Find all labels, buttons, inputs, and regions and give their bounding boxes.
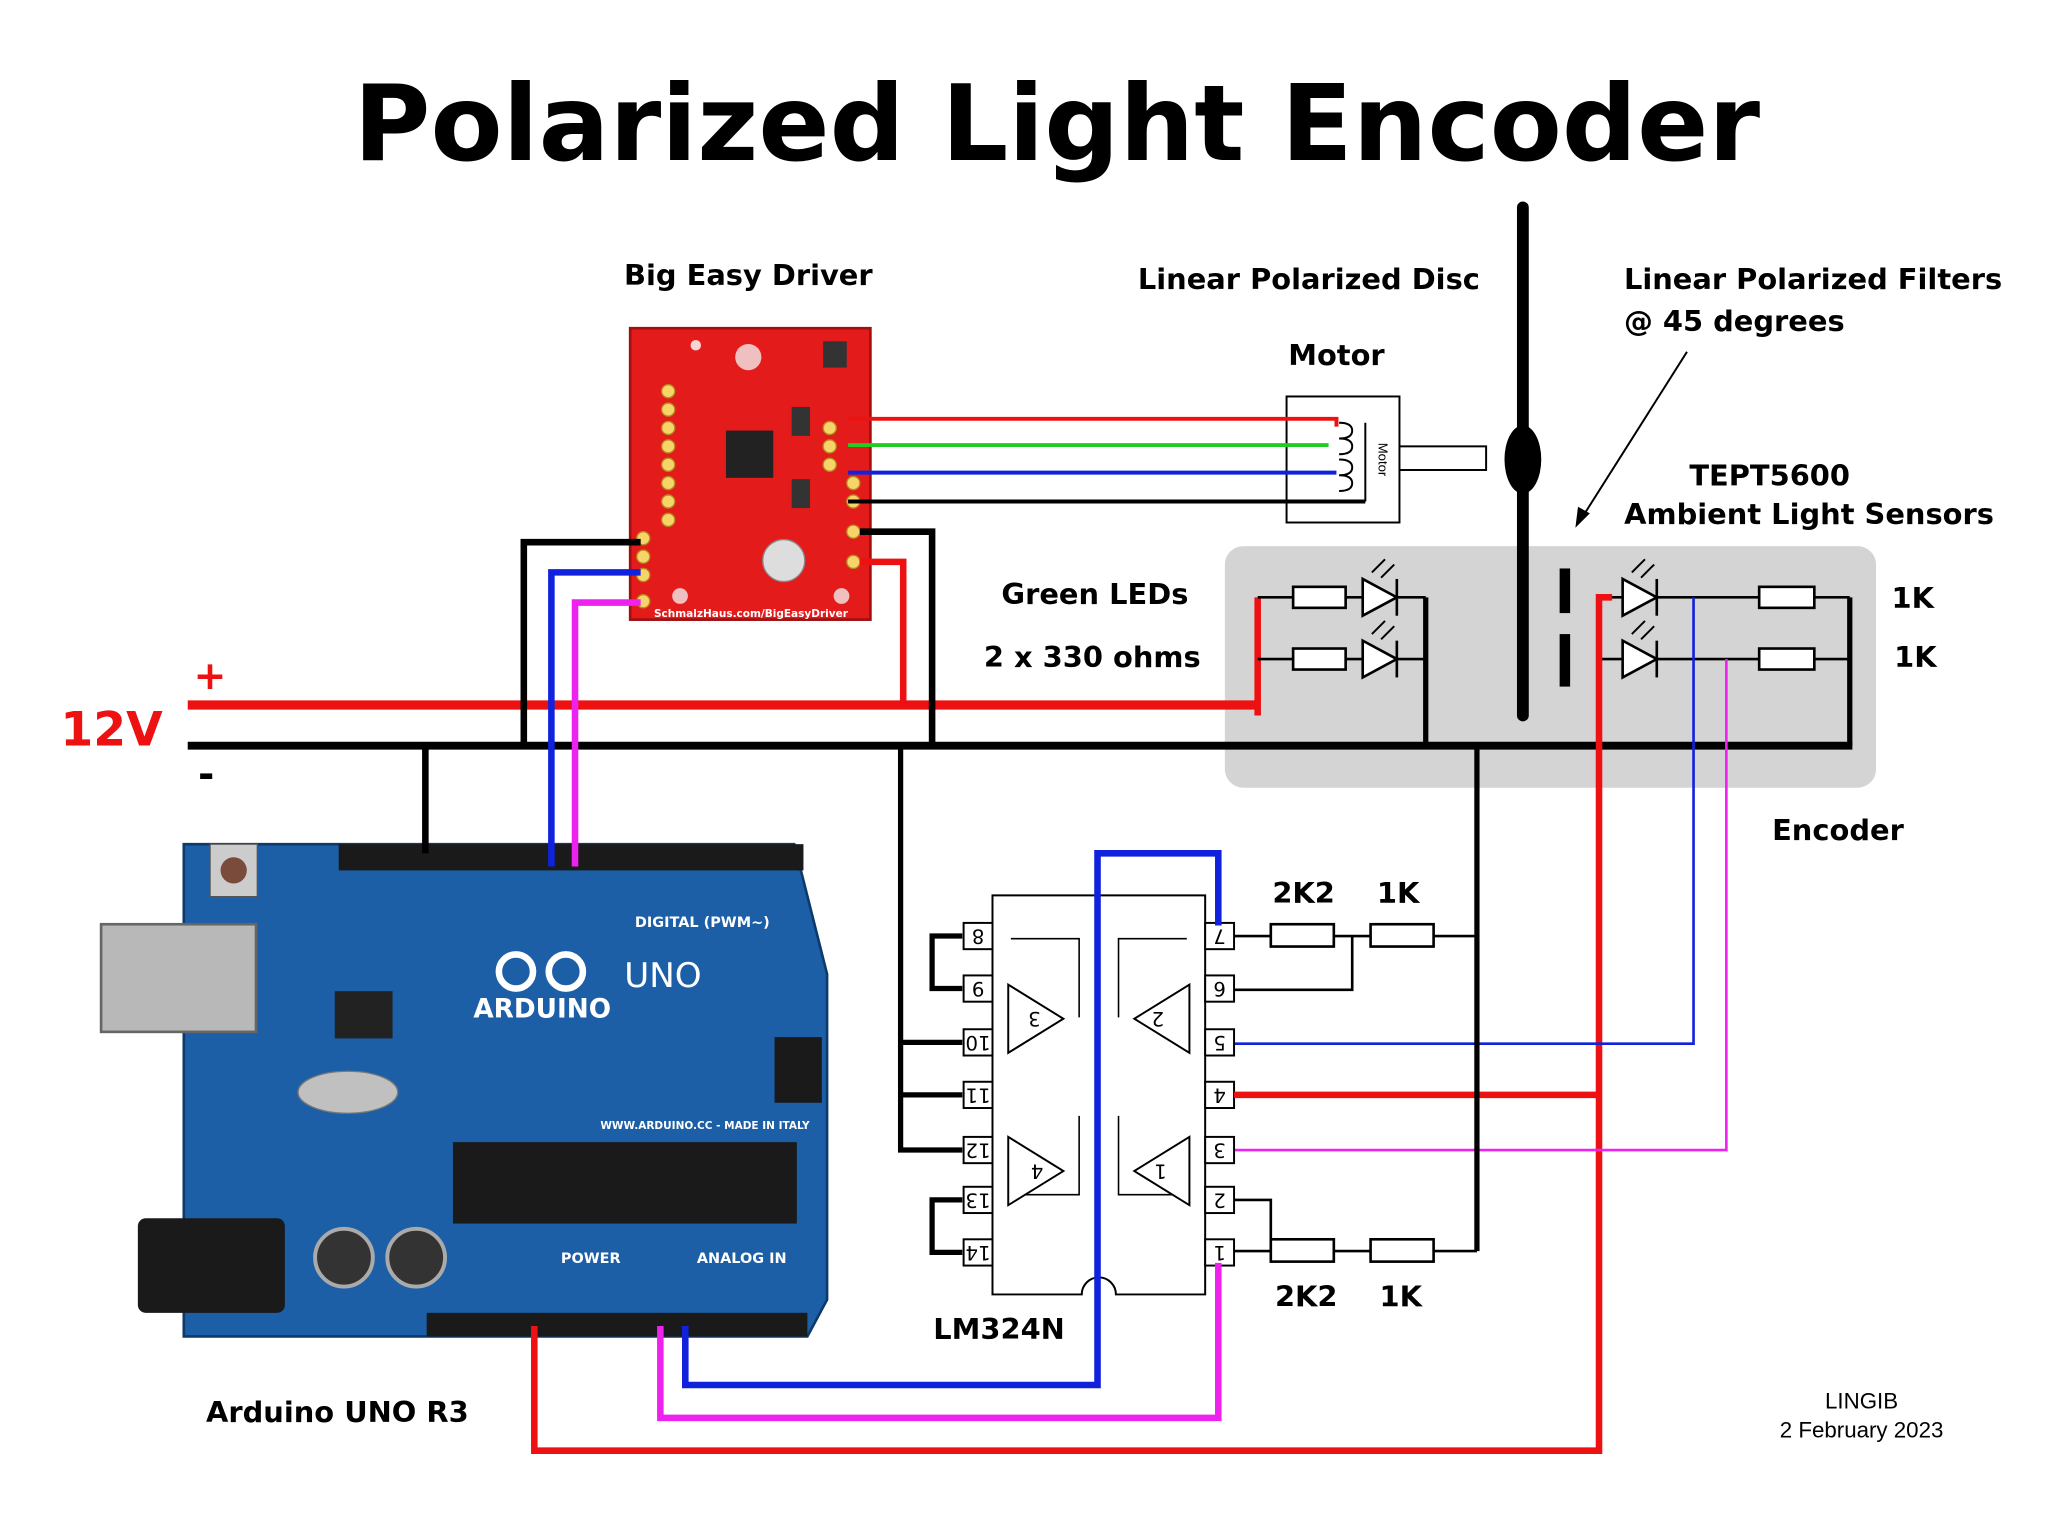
r-1k-bottom xyxy=(1369,1237,1435,1263)
opamp-1-label: 1 xyxy=(1154,1159,1167,1182)
svg-text:ANALOG IN: ANALOG IN xyxy=(697,1251,787,1267)
driver-power-black xyxy=(859,528,936,746)
big-easy-driver-label: Big Easy Driver xyxy=(624,258,873,292)
svg-text:ARDUINO: ARDUINO xyxy=(473,994,611,1024)
svg-text:UNO: UNO xyxy=(624,956,701,996)
arduino-label: Arduino UNO R3 xyxy=(206,1395,469,1429)
ic-pin-14: 14 xyxy=(966,1241,991,1264)
ic-pin-box xyxy=(1204,1135,1236,1165)
arduino-uno-board: ARDUINO UNO DIGITAL (PWM~) WWW.ARDUINO.C… xyxy=(99,842,829,1338)
sensor-red-wire xyxy=(531,594,1613,1454)
motor-coil-top xyxy=(1339,421,1354,456)
author-label: LINGIB xyxy=(1825,1389,1898,1414)
r-1k-top-label: 1K xyxy=(1377,876,1421,910)
ambient-sensors-label: Ambient Light Sensors xyxy=(1624,497,1994,531)
page-title: Polarized Light Encoder xyxy=(354,63,1761,185)
linear-polarized-disc-label: Linear Polarized Disc xyxy=(1138,262,1480,296)
disc-hub xyxy=(1504,425,1542,494)
encoder-box xyxy=(1224,546,1877,788)
encoder-label: Encoder xyxy=(1772,813,1904,847)
ic-pin-box xyxy=(1204,1028,1236,1057)
svg-text:WWW.ARDUINO.CC - MADE IN ITALY: WWW.ARDUINO.CC - MADE IN ITALY xyxy=(600,1120,810,1132)
motor-wire-red xyxy=(848,416,1339,427)
r-2k2-top-label: 2K2 xyxy=(1272,876,1335,910)
filter-arrow xyxy=(1579,351,1688,521)
pin-13-14-link xyxy=(929,1197,963,1256)
sensor-blue-wire xyxy=(1234,597,1695,1046)
svg-text:DIGITAL (PWM~): DIGITAL (PWM~) xyxy=(635,915,770,931)
pin-8-9-link xyxy=(929,933,963,992)
svg-text:SchmalzHaus.com/BigEasyDriver: SchmalzHaus.com/BigEasyDriver xyxy=(654,608,849,620)
ic-pin-box xyxy=(962,1238,994,1267)
motor-shaft xyxy=(1398,445,1488,471)
opamp-3-label: 3 xyxy=(1028,1007,1041,1030)
r-1k-bottom-label: 1K xyxy=(1380,1279,1424,1313)
polarized-filter-top xyxy=(1559,568,1571,614)
ic-pin-3: 3 xyxy=(1213,1138,1226,1161)
polarized-filter-bottom xyxy=(1559,634,1571,687)
sensor-magenta-wire xyxy=(1234,659,1728,1152)
ic-pin-12: 12 xyxy=(966,1138,991,1161)
ic-pin-11: 11 xyxy=(966,1083,991,1106)
r-2k2-bottom-label: 2K2 xyxy=(1275,1279,1338,1313)
r-2k2-top xyxy=(1269,922,1336,948)
sensor-resistor-top-label: 1K xyxy=(1892,581,1936,615)
sensor-resistor-bottom-label: 1K xyxy=(1894,640,1938,674)
minus-label: - xyxy=(198,752,214,798)
voltage-label: 12V xyxy=(60,703,163,758)
driver-dir-wire xyxy=(571,599,641,867)
ic-pin-6: 6 xyxy=(1213,977,1226,1000)
opamp-2-label: 2 xyxy=(1152,1007,1165,1030)
ic-pin-box xyxy=(962,1028,994,1057)
ic-pin-box xyxy=(962,1080,994,1110)
ic-pin-box xyxy=(962,974,994,1003)
green-leds xyxy=(1254,558,1429,746)
ic-pin-8: 8 xyxy=(972,924,985,947)
big-easy-driver-board: SchmalzHaus.com/BigEasyDriver xyxy=(628,326,872,621)
motor-body-label: Motor xyxy=(1375,443,1390,477)
filters-angle-label: @ 45 degrees xyxy=(1624,304,1845,338)
ambient-light-sensors xyxy=(1599,558,1853,746)
ic-pin-5: 5 xyxy=(1213,1031,1226,1054)
output-magenta-wire xyxy=(657,1262,1222,1422)
ic-pin-box xyxy=(962,1135,994,1165)
green-leds-label: Green LEDs xyxy=(1001,577,1188,611)
driver-power-red xyxy=(859,558,907,705)
r-2k2-bottom xyxy=(1269,1237,1336,1263)
r-1k-top xyxy=(1369,922,1435,948)
ic-pin-2: 2 xyxy=(1213,1188,1226,1211)
driver-gnd-wire xyxy=(520,538,641,746)
ic-pin-9: 9 xyxy=(972,977,985,1000)
ic-left-ground xyxy=(897,745,963,1153)
tept-label: TEPT5600 xyxy=(1689,459,1850,493)
ic-pin-13: 13 xyxy=(966,1188,991,1211)
lm324-label: LM324N xyxy=(933,1312,1065,1346)
led-resistors-label: 2 x 330 ohms xyxy=(984,640,1201,674)
ic-pin-10: 10 xyxy=(966,1031,991,1054)
svg-text:POWER: POWER xyxy=(561,1251,621,1267)
date-label: 2 February 2023 xyxy=(1780,1418,1944,1443)
ic-pins-left: 8 9 10 11 12 13 14 xyxy=(962,921,994,1267)
ic-pin-box xyxy=(962,1185,994,1215)
output-blue-wire xyxy=(682,850,1222,1389)
driver-step-wire xyxy=(548,569,641,867)
ic-pin-1: 1 xyxy=(1213,1241,1226,1264)
opamp-4-label: 4 xyxy=(1031,1159,1044,1182)
linear-polarized-filters-label: Linear Polarized Filters xyxy=(1624,262,2002,296)
ic-pin-box xyxy=(962,921,994,951)
ic-pin-7: 7 xyxy=(1213,924,1226,947)
motor-coil-bottom xyxy=(1339,458,1354,492)
plus-label: + xyxy=(194,653,227,699)
motor-label: Motor xyxy=(1288,338,1385,372)
ic-pin-4: 4 xyxy=(1213,1083,1226,1106)
